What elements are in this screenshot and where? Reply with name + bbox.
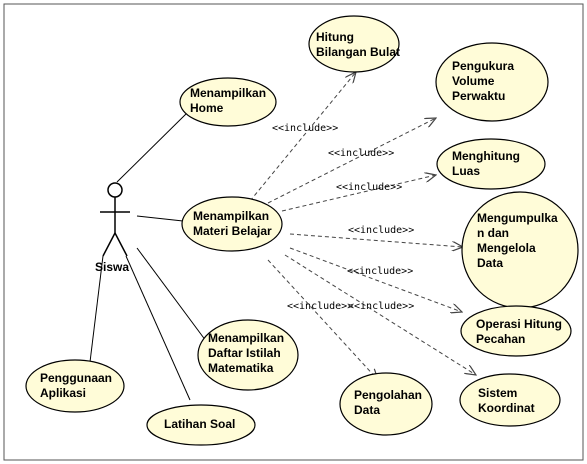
usecase-penggunaan: Penggunaan Aplikasi xyxy=(40,371,113,400)
usecase-operasi-pecahan: Operasi Hitung Pecahan xyxy=(476,317,563,346)
include-label-pengolahan: <<include>> xyxy=(287,301,354,312)
usecase-daftar-istilah: Menampilkan Daftar Istilah Matematika xyxy=(208,331,285,375)
include-label-menghitung-luas: <<include>> xyxy=(336,182,403,193)
usecase-menghitung-luas-ellipse xyxy=(436,138,546,190)
usecase-home-ellipse xyxy=(179,77,277,127)
usecase-materi-ellipse xyxy=(181,196,283,252)
actor-label: Siswa xyxy=(95,260,130,274)
usecase-operasi-pecahan-ellipse xyxy=(460,305,572,357)
actor-stick-figure xyxy=(100,182,130,257)
include-label-hitung-bilangan: <<include>> xyxy=(272,123,339,134)
usecase-daftar-istilah-ellipse xyxy=(197,319,299,391)
assoc-penggunaan xyxy=(89,255,104,363)
assoc-latihan xyxy=(125,255,191,401)
include-arrow-operasi-pecahan xyxy=(289,247,462,312)
usecase-pengolahan-ellipse xyxy=(339,372,433,436)
include-arrow-sistem-koordinat xyxy=(284,254,476,375)
include-arrow-pengukuran xyxy=(267,118,436,204)
include-arrow-menghitung-luas xyxy=(281,175,436,212)
include-label-pengukuran: <<include>> xyxy=(328,148,395,159)
usecase-pengukuran-ellipse xyxy=(435,42,549,122)
usecase-penggunaan-ellipse xyxy=(25,359,125,413)
usecase-home: Menampilkan Home xyxy=(190,86,267,115)
include-label-mengumpulkan: <<include>> xyxy=(348,225,415,236)
usecase-pengolahan: Pengolahan Data xyxy=(354,388,423,417)
usecase-latihan-ellipse xyxy=(146,404,256,446)
assoc-materi xyxy=(136,215,184,222)
include-arrow-pengolahan xyxy=(267,259,378,380)
usecase-pengukuran: Pengukura Volume Perwaktu xyxy=(452,59,515,103)
include-label-operasi-pecahan: <<include>> xyxy=(347,266,414,277)
usecase-materi: Menampilkan Materi Belajar xyxy=(193,209,272,238)
usecase-menghitung-luas: Menghitung Luas xyxy=(452,149,520,178)
usecase-sistem-koordinat: Sistem Koordinat xyxy=(478,386,535,415)
diagram-frame xyxy=(3,3,584,461)
include-arrow-mengumpulkan xyxy=(289,233,463,247)
usecase-sistem-koordinat-ellipse xyxy=(459,373,561,427)
usecase-mengumpulkan: Mengumpulka n dan Mengelola Data xyxy=(477,211,558,270)
assoc-daftar-istilah xyxy=(136,247,207,342)
usecase-latihan: Latihan Soal xyxy=(164,417,236,431)
assoc-home xyxy=(116,111,189,183)
usecase-hitung-bilangan: Hitung Bilangan Bulat xyxy=(316,30,401,59)
usecase-hitung-bilangan-ellipse xyxy=(308,15,400,73)
include-label-sistem-koordinat: <<include>> xyxy=(348,301,415,312)
